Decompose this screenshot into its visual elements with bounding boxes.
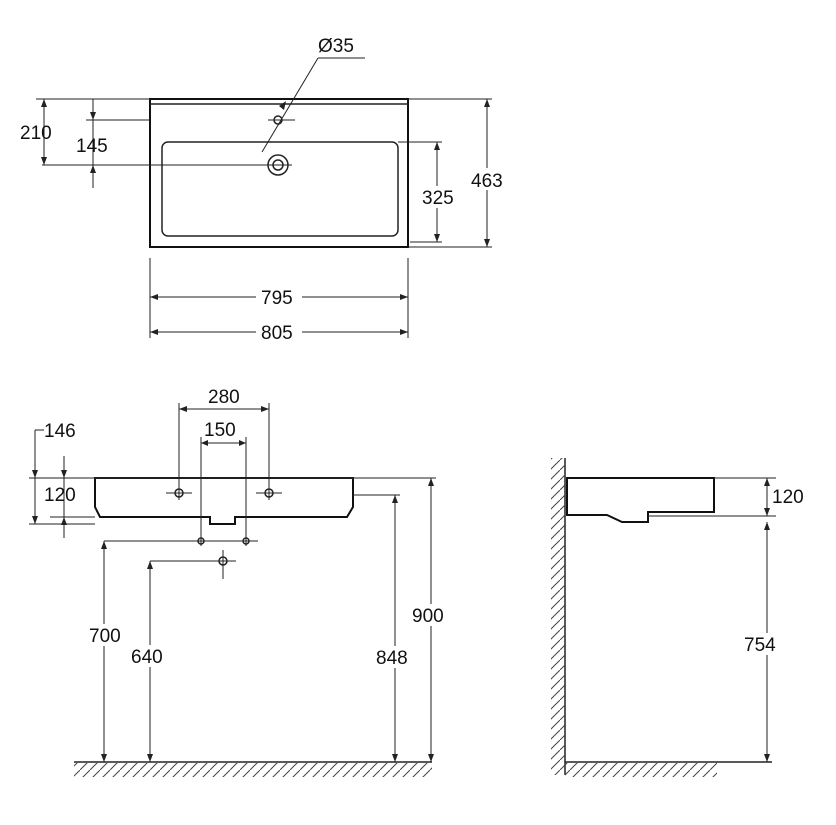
dim-280: 280 xyxy=(208,387,240,408)
floor-hatch-front xyxy=(74,763,432,777)
dim-150: 150 xyxy=(204,420,236,441)
dim-210: 210 xyxy=(20,123,52,144)
dim-120-front: 120 xyxy=(44,485,76,506)
top-view: Ø35 210 145 463 325 xyxy=(20,36,503,344)
dim-463: 463 xyxy=(471,171,503,192)
dim-805: 805 xyxy=(261,323,293,344)
dim-640: 640 xyxy=(131,647,163,668)
dim-145: 145 xyxy=(76,136,108,157)
dim-848: 848 xyxy=(376,648,408,669)
basin-outline-top xyxy=(149,98,409,248)
dim-700: 700 xyxy=(89,626,121,647)
dim-146: 146 xyxy=(44,421,76,442)
floor-hatch-side xyxy=(565,763,717,777)
basin-outline-side xyxy=(566,477,715,523)
dim-325: 325 xyxy=(422,188,454,209)
dim-754: 754 xyxy=(744,635,776,656)
wall-hatch xyxy=(551,458,565,775)
dim-120-side: 120 xyxy=(772,487,804,508)
front-view: 280 150 146 120 700 xyxy=(29,387,451,777)
side-view: 120 754 xyxy=(551,458,804,777)
bowl-outline-top xyxy=(161,141,399,237)
basin-outline-front xyxy=(94,477,354,525)
dim-795: 795 xyxy=(261,288,293,309)
diameter-label: Ø35 xyxy=(318,36,354,57)
dim-900: 900 xyxy=(412,606,444,627)
